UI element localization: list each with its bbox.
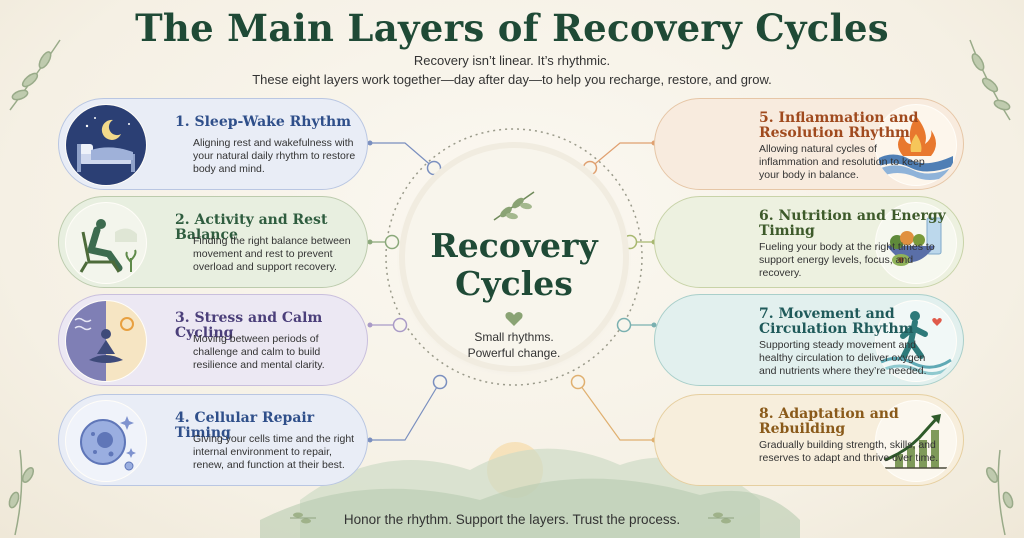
layer-title-4: 4. Cellular Repair Timing [175,410,315,441]
footer-slogan: Honor the rhythm. Support the layers. Tr… [343,512,681,527]
subtitle-line-2: These eight layers work together—day aft… [252,72,772,87]
layer-desc-7: Supporting steady movement and healthy c… [759,339,927,377]
layer-card-3: 3. Stress and Calm Cycling Moving betwee… [58,294,368,386]
layer-desc-8: Gradually building strength, skills, and… [759,439,939,464]
layer-desc-3: Moving between periods of challenge and … [193,333,325,371]
growth-chart-icon [875,400,957,482]
layer-card-1: 1. Sleep-Wake Rhythm Aligning rest and w… [58,98,368,190]
layer-desc-6: Fueling your body at the right times to … [759,241,935,279]
layer-card-5: 5. Inflammation and Resolution Rhythm Al… [654,98,964,190]
layer-card-6: 6. Nutrition and Energy Timing Fueling y… [654,196,964,288]
layer-title-6: 6. Nutrition and Energy Timing [759,208,946,239]
layer-card-8: 8. Adaptation and Rebuilding Gradually b… [654,394,964,486]
resting-chair-icon [65,202,147,284]
subtitle-line-1: Recovery isn’t linear. It’s rhythmic. [413,53,611,68]
layer-card-2: 2. Activity and Rest Balance Finding the… [58,196,368,288]
cell-icon [65,400,147,482]
center-hub: Recovery Cycles Small rhythms. Powerful … [405,148,623,366]
layer-card-4: 4. Cellular Repair Timing Giving your ce… [58,394,368,486]
walking-person-icon [875,300,957,382]
layer-title-1: 1. Sleep-Wake Rhythm [175,114,352,130]
center-tagline-2: Powerful change. [467,346,561,360]
layer-desc-5: Allowing natural cycles of inflammation … [759,143,925,181]
center-title-line-1: Recovery [430,226,598,265]
meditation-icon [65,300,147,382]
food-bowl-icon [875,202,957,284]
heart-icon [505,312,523,326]
layer-title-8: 8. Adaptation and Rebuilding [759,406,899,437]
leaf-sprig-icon [493,191,535,221]
layer-desc-1: Aligning rest and wakefulness with your … [193,137,356,175]
layer-title-3: 3. Stress and Calm Cycling [175,310,323,341]
center-title-line-2: Cycles [455,264,573,303]
layer-title-2: 2. Activity and Rest Balance [175,212,328,243]
center-tagline-1: Small rhythms. [474,330,554,344]
leaf-left-icon [290,512,316,524]
flame-wave-icon [875,104,957,186]
layer-title-7: 7. Movement and Circulation Rhythm [759,306,914,337]
layer-desc-2: Finding the right balance between moveme… [193,235,351,273]
layer-title-5: 5. Inflammation and Resolution Rhythm [759,110,919,141]
layer-card-7: 7. Movement and Circulation Rhythm Suppo… [654,294,964,386]
layer-desc-4: Giving your cells time and the right int… [193,433,355,471]
page-title: The Main Layers of Recovery Cycles [135,6,889,50]
leaf-right-icon [708,512,734,524]
moon-bed-icon [65,104,147,186]
